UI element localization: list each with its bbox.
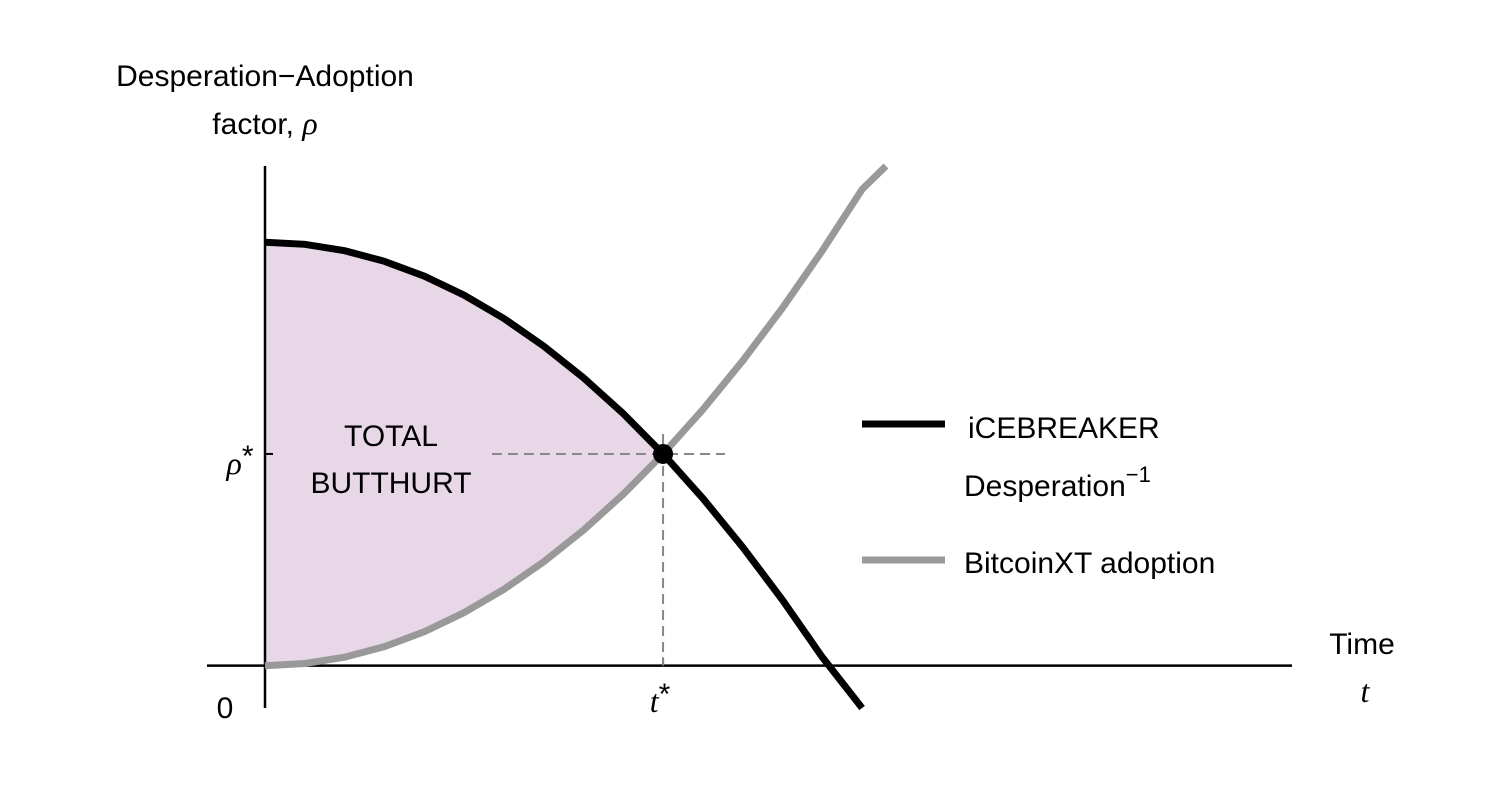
x-axis-title-line1: Time: [1329, 628, 1395, 661]
intersection-point: [653, 443, 674, 464]
y-axis-title-line1: Desperation−Adoption: [116, 60, 414, 93]
legend: iCEBREAKER Desperation−1 BitcoinXT adopt…: [862, 412, 1215, 580]
total-butthurt-region: [265, 242, 664, 666]
y-axis-title-line2: factor, ρ: [212, 105, 317, 141]
legend-label-icebreaker-line1: iCEBREAKER: [968, 412, 1160, 445]
origin-label: 0: [217, 692, 234, 725]
y-tick-label: ρ*: [225, 440, 253, 481]
x-axis-title-line2: t: [1361, 673, 1371, 709]
series-bitcoinxt-adoption: [264, 163, 889, 670]
region-label-line2: BUTTHURT: [310, 467, 471, 500]
series-icebreaker-desperation: [264, 238, 865, 711]
x-tick-label: t*: [650, 678, 671, 719]
legend-label-bitcoinxt: BitcoinXT adoption: [964, 547, 1215, 580]
region-label-line1: TOTAL: [344, 420, 438, 453]
legend-label-icebreaker-line2: Desperation−1: [964, 462, 1151, 503]
